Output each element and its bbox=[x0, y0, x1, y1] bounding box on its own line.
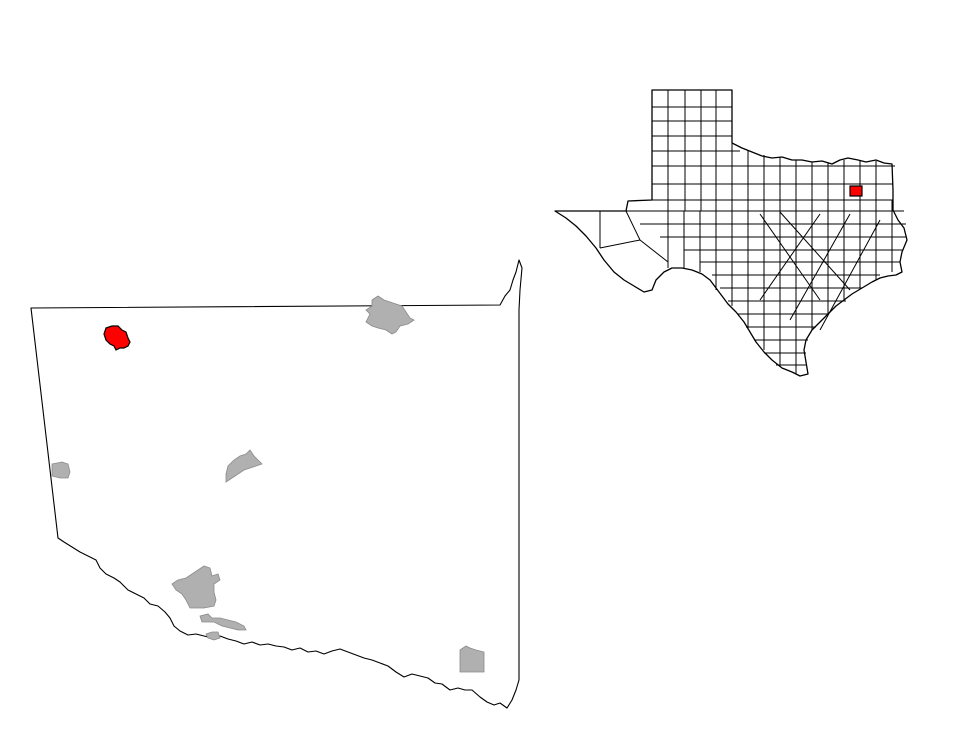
highlighted-county bbox=[849, 185, 863, 197]
town-center bbox=[225, 449, 263, 483]
town-north-east bbox=[365, 295, 415, 335]
county-outline bbox=[30, 259, 523, 709]
town-south-small bbox=[199, 613, 247, 641]
panhandle-county-lines bbox=[652, 90, 895, 224]
state-outline bbox=[554, 89, 908, 377]
state-locator-map bbox=[554, 89, 908, 377]
town-south bbox=[171, 565, 221, 609]
town-markers bbox=[51, 295, 485, 673]
highlighted-place bbox=[103, 325, 131, 351]
town-south-east bbox=[459, 645, 485, 673]
county-detail-map bbox=[30, 259, 523, 709]
central-county-lines bbox=[599, 200, 906, 374]
town-west-edge bbox=[51, 461, 71, 479]
